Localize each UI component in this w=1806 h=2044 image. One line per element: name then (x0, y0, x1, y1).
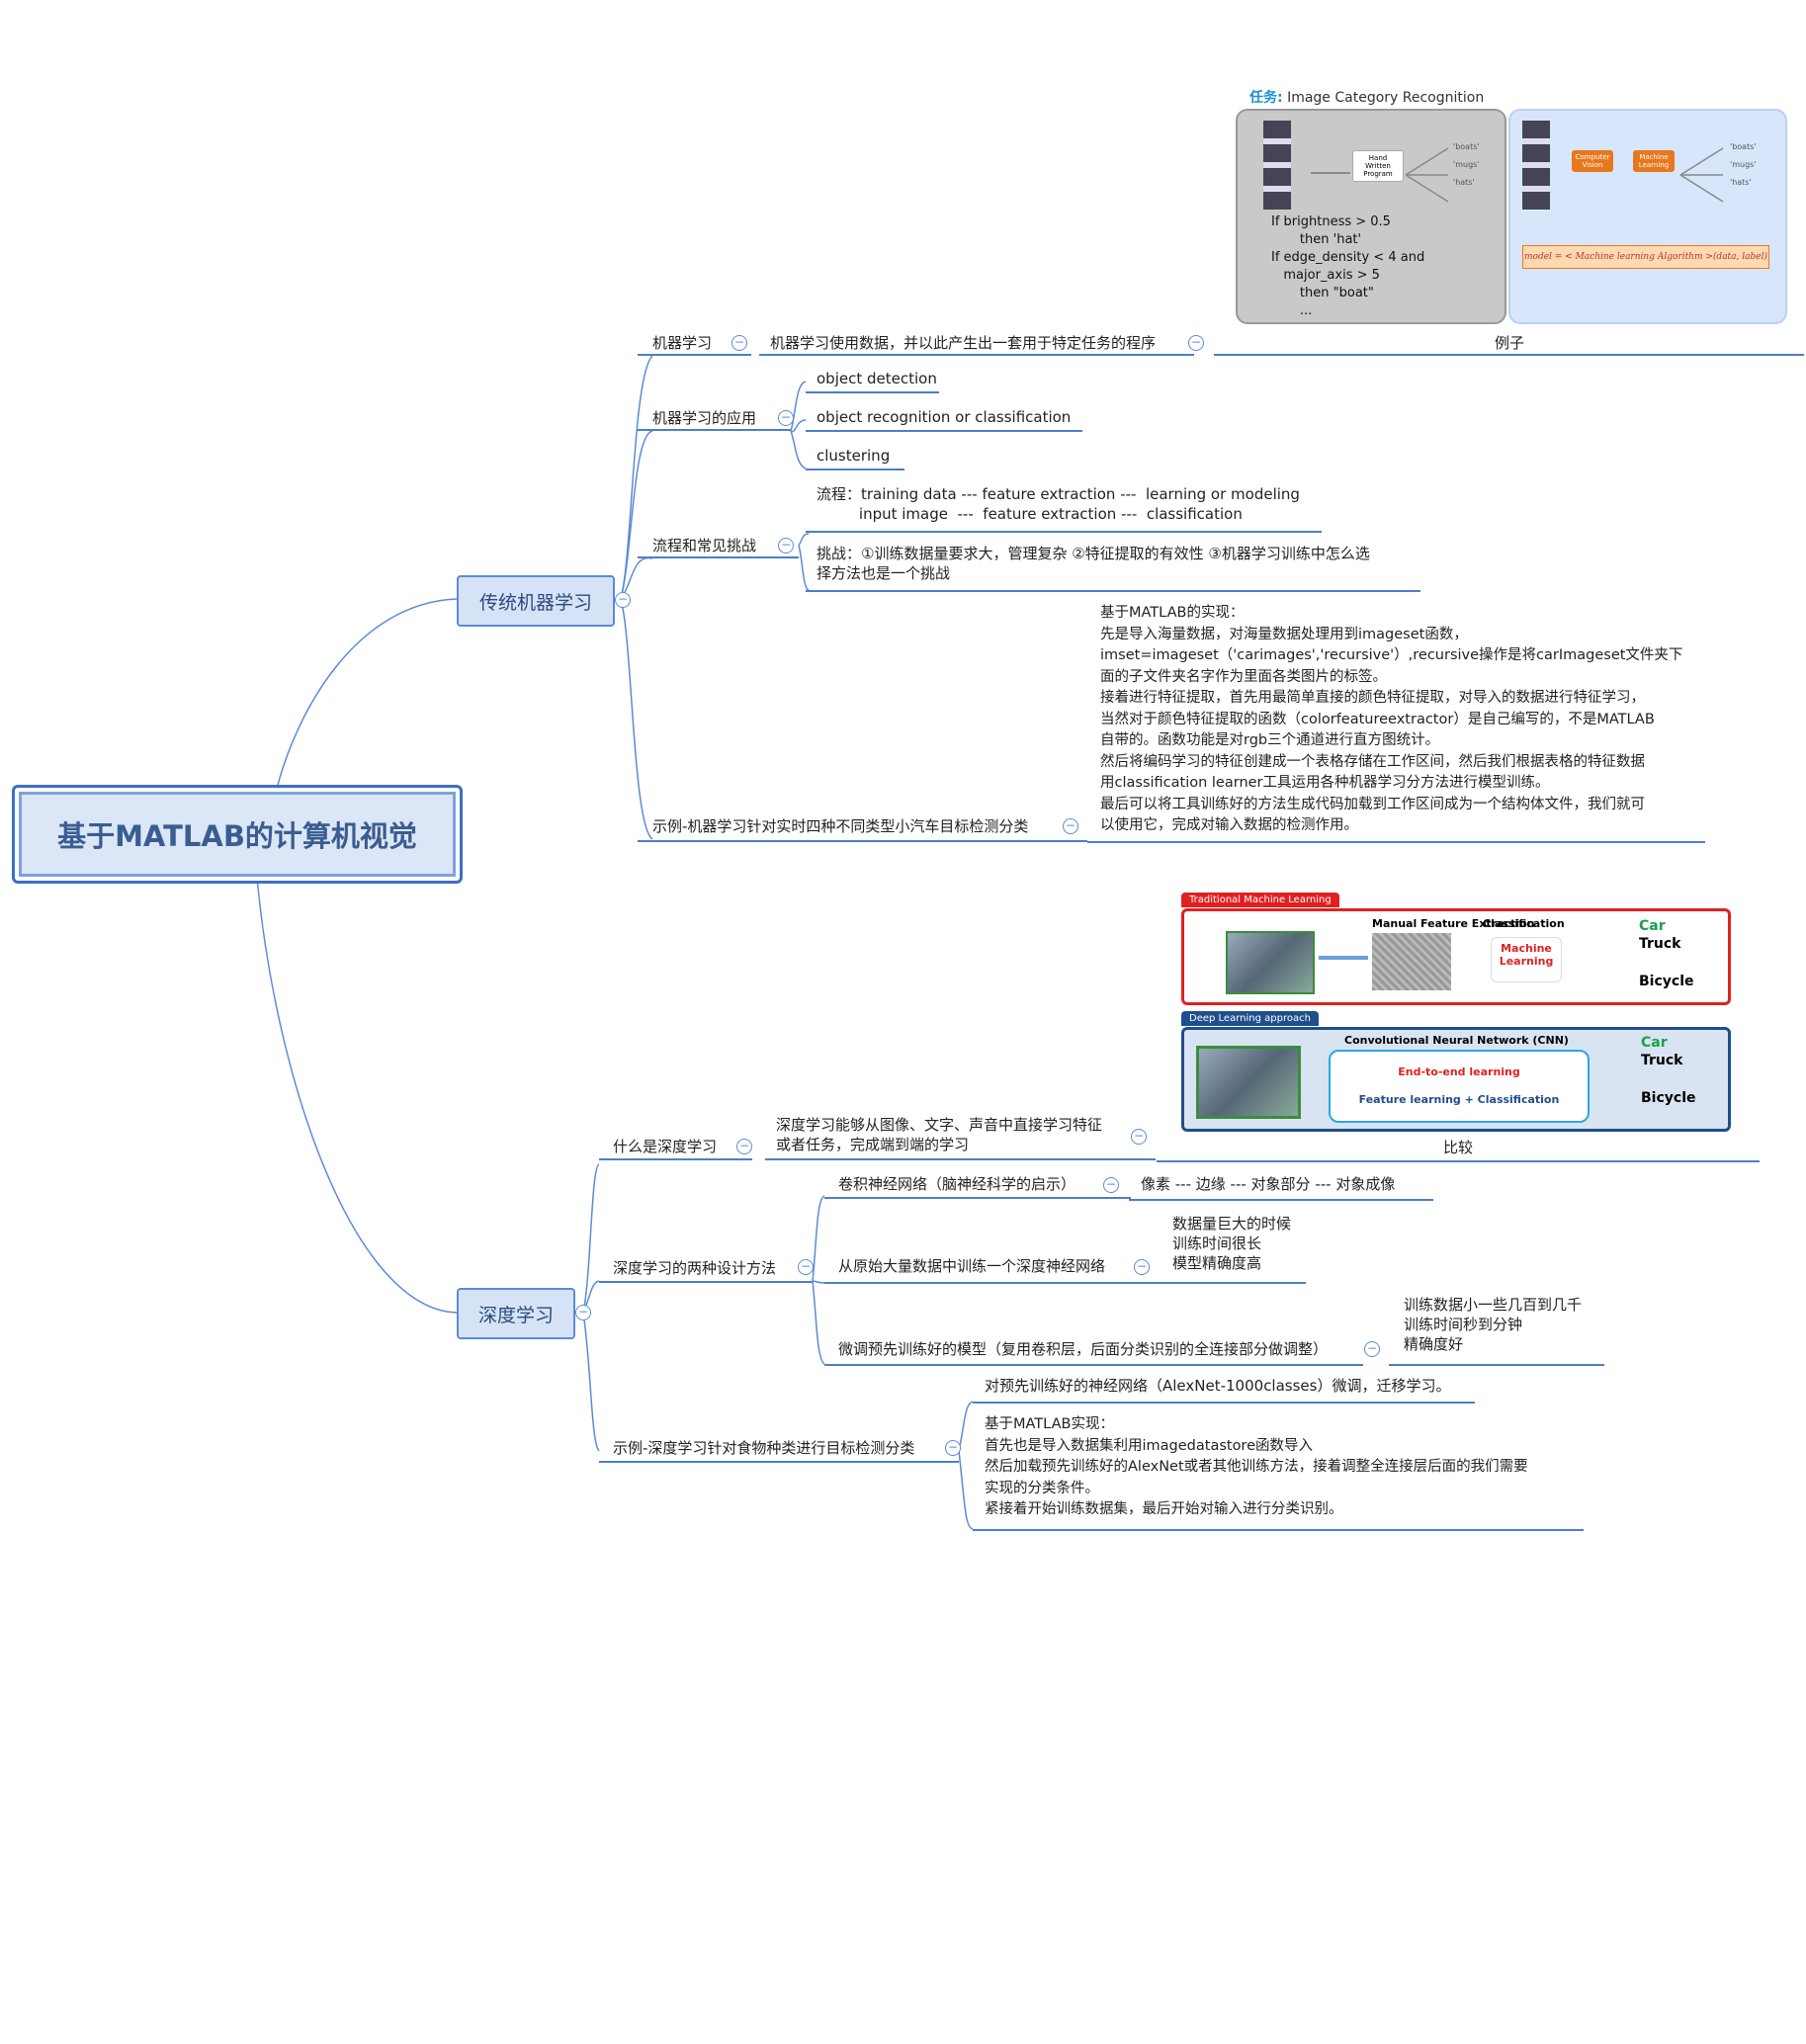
process-flow[interactable]: 流程：training data --- feature extraction … (817, 485, 1300, 523)
traditional-vs-deep-learning-figure: Traditional Machine Learning Manual Feat… (1181, 893, 1731, 1133)
link-root-traditional (276, 598, 458, 790)
collapse-icon[interactable]: − (1134, 1259, 1150, 1275)
collapse-icon[interactable]: − (615, 592, 631, 608)
app-clustering[interactable]: clustering (817, 447, 891, 465)
node-ml-example[interactable]: 示例-机器学习针对实时四种不同类型小汽车目标检测分类 (652, 817, 1029, 835)
collapse-icon[interactable]: − (778, 538, 794, 554)
node-dl-design[interactable]: 深度学习的两种设计方法 (613, 1259, 777, 1277)
cnn-detail[interactable]: 像素 --- 边缘 --- 对象部分 --- 对象成像 (1141, 1175, 1396, 1193)
collapse-icon[interactable]: − (1103, 1177, 1119, 1193)
dl-example-content[interactable]: 基于MATLAB实现： 首先也是导入数据集利用imagedatastore函数导… (985, 1416, 1528, 1517)
image-category-recognition-figure: 任务: Image Category Recognition Hand Writ… (1236, 87, 1787, 324)
scratch-detail[interactable]: 数据量巨大的时候 训练时间很长 模型精确度高 (1172, 1215, 1292, 1272)
collapse-icon[interactable]: − (1131, 1129, 1147, 1145)
dl-transfer[interactable]: 对预先训练好的神经网络（AlexNet-1000classes）微调，迁移学习。 (985, 1377, 1451, 1395)
collapse-icon[interactable]: − (798, 1259, 814, 1275)
app-object-detection[interactable]: object detection (817, 370, 937, 387)
branch-deep-learning[interactable]: 深度学习 (457, 1288, 575, 1339)
collapse-icon[interactable]: − (945, 1440, 961, 1456)
node-cnn[interactable]: 卷积神经网络（脑神经科学的启示） (838, 1175, 1076, 1193)
collapse-icon[interactable]: − (575, 1305, 591, 1320)
ml-definition[interactable]: 机器学习使用数据，并以此产生出一套用于特定任务的程序 (770, 334, 1157, 352)
dl-definition[interactable]: 深度学习能够从图像、文字、声音中直接学习特征 或者任务，完成端到端的学习 (776, 1116, 1103, 1153)
finetune-detail[interactable]: 训练数据小一些几百到几千 训练时间秒到分钟 精确度好 (1404, 1296, 1583, 1353)
challenges[interactable]: 挑战：①训练数据量要求大，管理复杂 ②特征提取的有效性 ③机器学习训练中怎么选 … (817, 545, 1370, 582)
compare-label[interactable]: 比较 (1443, 1139, 1474, 1156)
example-label[interactable]: 例子 (1495, 334, 1525, 352)
collapse-icon[interactable]: − (736, 1139, 752, 1154)
app-object-recognition[interactable]: object recognition or classification (817, 408, 1072, 426)
root-node[interactable]: 基于MATLAB的计算机视觉 (12, 785, 463, 884)
branch-traditional-ml[interactable]: 传统机器学习 (457, 575, 615, 627)
link-root-deep (256, 877, 458, 1314)
node-ml[interactable]: 机器学习 (652, 334, 713, 352)
node-what-is-dl[interactable]: 什么是深度学习 (613, 1138, 718, 1155)
collapse-icon[interactable]: − (778, 410, 794, 426)
collapse-icon[interactable]: − (731, 335, 747, 351)
node-dl-example[interactable]: 示例-深度学习针对食物种类进行目标检测分类 (613, 1439, 915, 1457)
node-train-scratch[interactable]: 从原始大量数据中训练一个深度神经网络 (838, 1257, 1106, 1275)
collapse-icon[interactable]: − (1188, 335, 1204, 351)
node-finetune[interactable]: 微调预先训练好的模型（复用卷积层，后面分类识别的全连接部分做调整） (838, 1340, 1329, 1358)
collapse-icon[interactable]: − (1364, 1341, 1380, 1357)
node-process-challenges[interactable]: 流程和常见挑战 (652, 537, 757, 554)
ml-example-content[interactable]: 基于MATLAB的实现： 先是导入海量数据，对海量数据处理用到imageset函… (1100, 605, 1683, 833)
node-ml-applications[interactable]: 机器学习的应用 (652, 409, 757, 427)
collapse-icon[interactable]: − (1063, 818, 1078, 834)
